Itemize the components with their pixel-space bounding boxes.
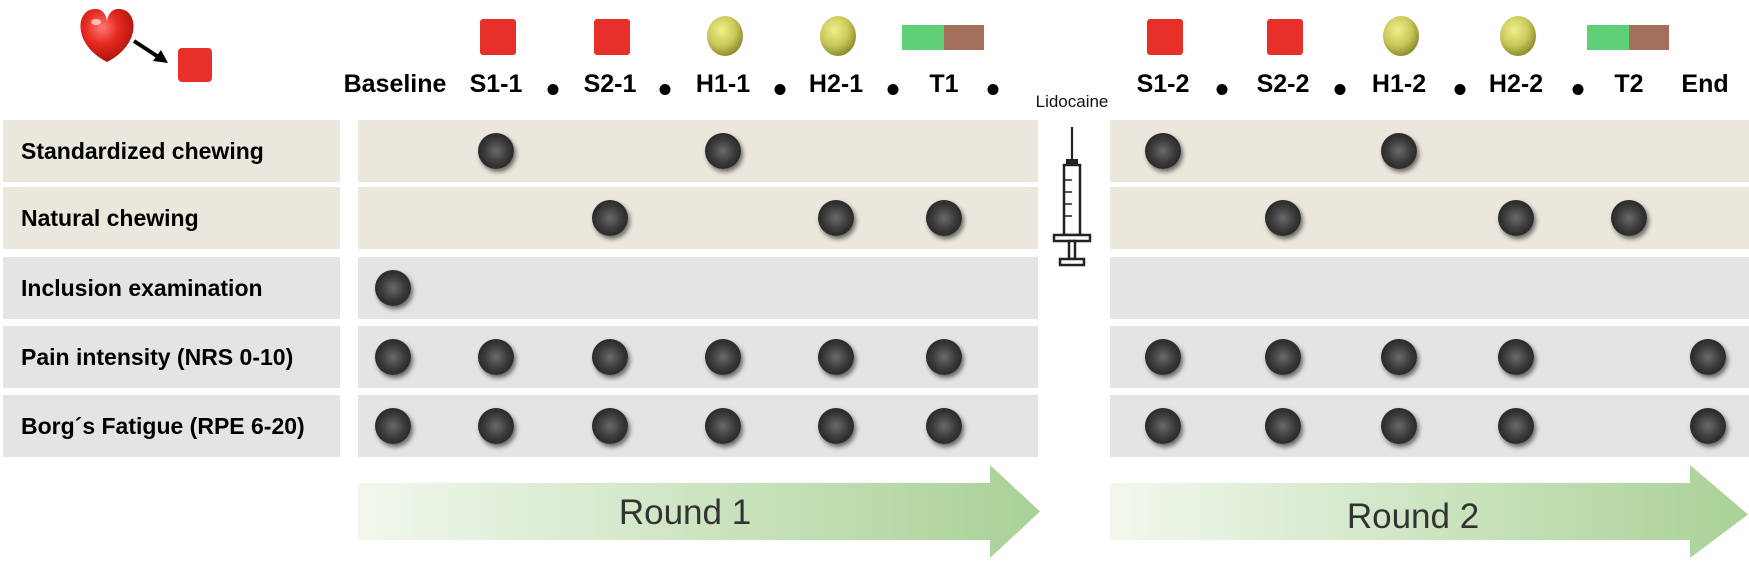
separator-dot [1454,84,1466,95]
round-2-band [1110,257,1749,319]
measurement-marker [375,408,411,444]
column-header-h1-2: H1-2 [1371,70,1427,98]
row-label-text: Borg´s Fatigue (RPE 6-20) [21,412,305,439]
measurement-marker [478,408,514,444]
measurement-marker [705,133,741,169]
round-arrow-2: Round 2 [1110,465,1748,558]
measurement-marker [818,339,854,375]
measurement-marker [1690,339,1726,375]
round-1-band [358,120,1038,182]
round-2-band [1110,120,1749,182]
measurement-marker [1145,339,1181,375]
measurement-marker [592,200,628,236]
measurement-marker [818,200,854,236]
column-header-h2-1: H2-1 [808,70,864,98]
gummy-candy-icon [707,16,743,56]
gummy-candy-icon [1383,16,1419,56]
measurement-marker [926,408,962,444]
column-header-t2: T2 [1614,70,1644,98]
round-arrows: Round 1 Round 2 [358,465,1748,558]
measurement-marker [1265,200,1301,236]
measurement-marker [1381,408,1417,444]
separator-dot [659,84,671,95]
legend-pictogram [80,8,212,82]
measurement-marker [926,200,962,236]
row-label: Inclusion examination [3,257,340,319]
row-label: Natural chewing [3,187,340,249]
red-candy-icon [1267,19,1303,55]
column-header-s2-2: S2-2 [1256,70,1310,98]
measurement-marker [818,408,854,444]
column-header-h1-1: H1-1 [695,70,751,98]
chewing-strip-icon [902,25,984,50]
round-1-band [358,187,1038,249]
measurement-marker [478,339,514,375]
measurement-marker [926,339,962,375]
round-2-band [1110,187,1749,249]
red-candy-icon [1147,19,1183,55]
column-header-s1-2: S1-2 [1136,70,1190,98]
red-candy-icon [480,19,516,55]
heart-candy-icon [80,8,134,63]
round-2-band [1110,395,1749,457]
arrow-icon [132,39,168,63]
separator-dot [987,84,999,95]
candy-piece-icon [178,48,212,82]
round-1-band [358,257,1038,319]
round-1-band [358,395,1038,457]
round-2-band [1110,326,1749,388]
round-label: Round 1 [619,493,751,532]
measurement-marker [1265,408,1301,444]
separator-dot [1334,84,1346,95]
round-1-band [358,326,1038,388]
gummy-candy-icon [1500,16,1536,56]
row-label: Pain intensity (NRS 0-10) [3,326,340,388]
measurement-marker [705,408,741,444]
separator-dot [547,84,559,95]
measurement-marker [592,408,628,444]
measurement-marker [1690,408,1726,444]
measurement-marker [1381,133,1417,169]
measurement-marker [1145,133,1181,169]
column-header-baseline: Baseline [343,70,447,98]
chewing-strip-icon [1587,25,1669,50]
column-header-t1: T1 [929,70,959,98]
intervention-label: Lidocaine [1035,92,1109,111]
row-label-text: Standardized chewing [21,137,264,164]
round-arrow-1: Round 1 [358,465,1040,558]
measurement-marker [1611,200,1647,236]
row-label: Borg´s Fatigue (RPE 6-20) [3,395,340,457]
round-label: Round 2 [1347,497,1479,536]
measurement-marker [375,270,411,306]
measurement-marker [705,339,741,375]
row-label: Standardized chewing [3,120,340,182]
measurement-marker [1498,408,1534,444]
column-header-end: End [1681,70,1729,98]
column-header-s1-1: S1-1 [469,70,523,98]
measurement-marker [592,339,628,375]
stimulus-icons [480,16,1669,56]
row-label-text: Inclusion examination [21,274,263,301]
gummy-candy-icon [820,16,856,56]
measurement-marker [1145,408,1181,444]
row-label-text: Pain intensity (NRS 0-10) [21,343,294,370]
separator-dot [1572,84,1584,95]
red-candy-icon [594,19,630,55]
measurement-marker [478,133,514,169]
measurement-marker [1265,339,1301,375]
syringe-icon [1052,127,1092,267]
column-header-h2-2: H2-2 [1488,70,1544,98]
measurement-marker [1498,200,1534,236]
separator-dot [774,84,786,95]
measurement-marker [1498,339,1534,375]
measurement-marker [375,339,411,375]
column-header-s2-1: S2-1 [583,70,637,98]
measurement-marker [1381,339,1417,375]
separator-dot [887,84,899,95]
row-label-text: Natural chewing [21,204,199,231]
separator-dot [1216,84,1228,95]
